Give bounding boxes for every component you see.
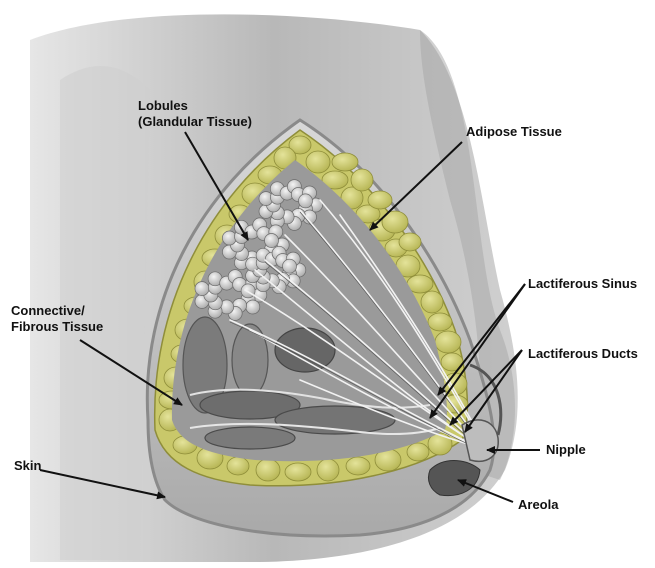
lobule-acinus	[241, 284, 255, 298]
label-lobules: Lobules (Glandular Tissue)	[138, 98, 252, 130]
fat-globule	[428, 313, 452, 331]
fat-globule	[368, 191, 392, 209]
label-lobules-line1: Lobules	[138, 98, 252, 114]
label-connective-line1: Connective/	[11, 303, 103, 319]
label-nipple: Nipple	[546, 442, 586, 458]
label-connective-fibrous-tissue: Connective/ Fibrous Tissue	[11, 303, 103, 335]
label-skin: Skin	[14, 458, 41, 474]
label-lactiferous-sinus: Lactiferous Sinus	[528, 276, 637, 292]
lobule-acinus	[299, 194, 313, 208]
label-lobules-line2: (Glandular Tissue)	[138, 114, 252, 130]
label-lactiferous-ducts: Lactiferous Ducts	[528, 346, 638, 362]
fat-globule	[346, 457, 370, 475]
fat-globule	[332, 153, 358, 171]
lobule-acinus	[222, 231, 236, 245]
fat-globule	[407, 443, 429, 461]
label-areola: Areola	[518, 497, 558, 513]
fat-globule	[285, 463, 311, 481]
fat-globule	[399, 233, 421, 251]
lobule-acinus	[265, 234, 279, 248]
fat-globule	[256, 459, 280, 481]
fat-globule	[227, 457, 249, 475]
lobule-acinus	[246, 300, 260, 314]
fat-globule	[421, 291, 443, 313]
fat-globule	[317, 459, 339, 481]
fat-globule	[351, 169, 373, 191]
fat-globule	[435, 331, 461, 353]
lobule-acinus	[283, 259, 297, 273]
fat-globule	[306, 151, 330, 173]
lobule-acinus	[195, 282, 209, 296]
label-adipose-tissue: Adipose Tissue	[466, 124, 562, 140]
label-connective-line2: Fibrous Tissue	[11, 319, 103, 335]
